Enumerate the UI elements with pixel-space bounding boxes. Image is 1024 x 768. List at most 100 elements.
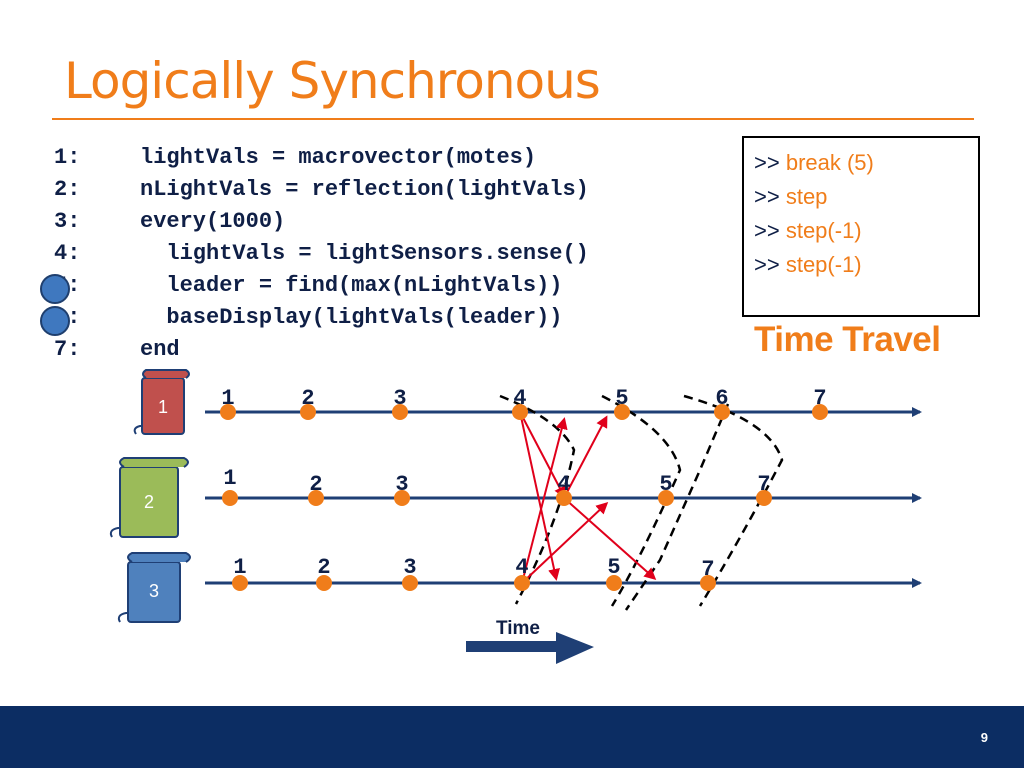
time-label: Time [496,618,540,639]
mote-3-label: 3 [149,581,159,601]
event-dot [402,575,418,591]
code-line: 3: every(1000) [54,206,589,238]
debug-console: >> break (5) >> step >> step(-1) >> step… [742,136,980,317]
event-label: 1 [223,466,236,491]
event-dot [222,490,238,506]
footer-bar: 9 [0,706,1024,768]
console-prompt: >> [754,150,780,175]
code-line: 4: lightVals = lightSensors.sense() [54,238,589,270]
console-command: step(-1) [785,218,862,243]
event-label: 3 [403,555,416,580]
console-prompt: >> [754,252,780,277]
event-dot [514,575,530,591]
message-arrow [519,411,560,581]
console-line: >> step [754,180,968,214]
mote-2-scroll: 2 [109,457,189,538]
code-text: leader = find(max(nLightVals)) [140,273,563,298]
event-dot [606,575,622,591]
event-dot [392,404,408,420]
event-label: 4 [557,472,570,497]
event-dot [300,404,316,420]
event-dot [614,404,630,420]
event-markers: 1 2 3 4 5 6 7 1 2 3 4 5 7 1 2 3 4 5 7 [220,386,828,591]
event-dot [316,575,332,591]
message-arrow [563,497,657,580]
event-label: 2 [317,555,330,580]
messages [519,411,657,584]
code-text: lightVals = lightSensors.sense() [140,241,589,266]
message-arrow [563,415,608,499]
event-label: 5 [659,472,672,497]
event-label: 3 [393,386,406,411]
cut-line [683,394,784,607]
event-label: 5 [607,555,620,580]
event-dot [394,490,410,506]
code-text: lightVals = macrovector(motes) [140,145,537,170]
time-arrow-shaft [466,641,558,652]
message-arrow [519,411,566,499]
breakpoint-marker-line-5[interactable] [40,274,70,304]
event-label: 3 [395,472,408,497]
event-label: 5 [615,386,628,411]
code-line: 2: nLightVals = reflection(lightVals) [54,174,589,206]
event-label: 6 [715,386,728,411]
cut-line [601,394,682,607]
code-line: 7: end [54,334,589,366]
console-command: break (5) [785,150,874,175]
code-listing: 1: lightVals = macrovector(motes) 2: nLigh… [54,142,589,366]
event-label: 4 [513,386,526,411]
console-line: >> break (5) [754,146,968,180]
line-number: 4: [54,241,81,266]
console-line: >> step(-1) [754,214,968,248]
event-label: 2 [301,386,314,411]
time-travel-label: Time Travel [754,320,941,359]
line-number: 2: [54,177,81,202]
line-number: 1: [54,145,81,170]
mote-3-scroll: 3 [117,552,191,623]
title-divider [52,118,974,120]
code-text: end [140,337,180,362]
event-dot [700,575,716,591]
line-number: 7: [54,337,81,362]
event-label: 1 [221,386,234,411]
message-arrow [521,501,609,584]
code-line: 1: lightVals = macrovector(motes) [54,142,589,174]
line-number: 3: [54,209,81,234]
mote-1-scroll: 1 [133,369,190,435]
event-dot [714,404,730,420]
consistent-cuts [499,394,784,611]
console-command: step(-1) [785,252,862,277]
event-dot [658,490,674,506]
code-line: 5: leader = find(max(nLightVals)) [54,270,589,302]
event-label: 1 [233,555,246,580]
event-label: 2 [309,472,322,497]
mote-2-label: 2 [144,492,154,512]
event-label: 7 [757,472,770,497]
event-dot [308,490,324,506]
message-arrow [521,417,568,584]
slide-title: Logically Synchronous [64,52,601,110]
time-arrow: Time [466,618,594,664]
event-dot [512,404,528,420]
console-command: step [785,184,828,209]
cut-line [624,403,730,611]
code-text: nLightVals = reflection(lightVals) [140,177,589,202]
event-dot [556,490,572,506]
event-label: 4 [515,555,528,580]
breakpoint-marker-line-6[interactable] [40,306,70,336]
event-label: 7 [813,386,826,411]
event-dot [812,404,828,420]
code-text: every(1000) [140,209,286,234]
console-prompt: >> [754,184,780,209]
event-dot [232,575,248,591]
event-dot [220,404,236,420]
console-line: >> step(-1) [754,248,968,282]
event-dot [756,490,772,506]
event-label: 7 [701,557,714,582]
time-arrow-head [556,632,594,664]
console-prompt: >> [754,218,780,243]
timeline-diagram: 1 2 3 1 2 3 4 5 6 7 1 2 3 4 5 7 1 2 3 4 5 7 Time [109,369,922,664]
mote-1-label: 1 [158,397,168,417]
page-number: 9 [980,730,988,745]
code-text: baseDisplay(lightVals(leader)) [140,305,563,330]
